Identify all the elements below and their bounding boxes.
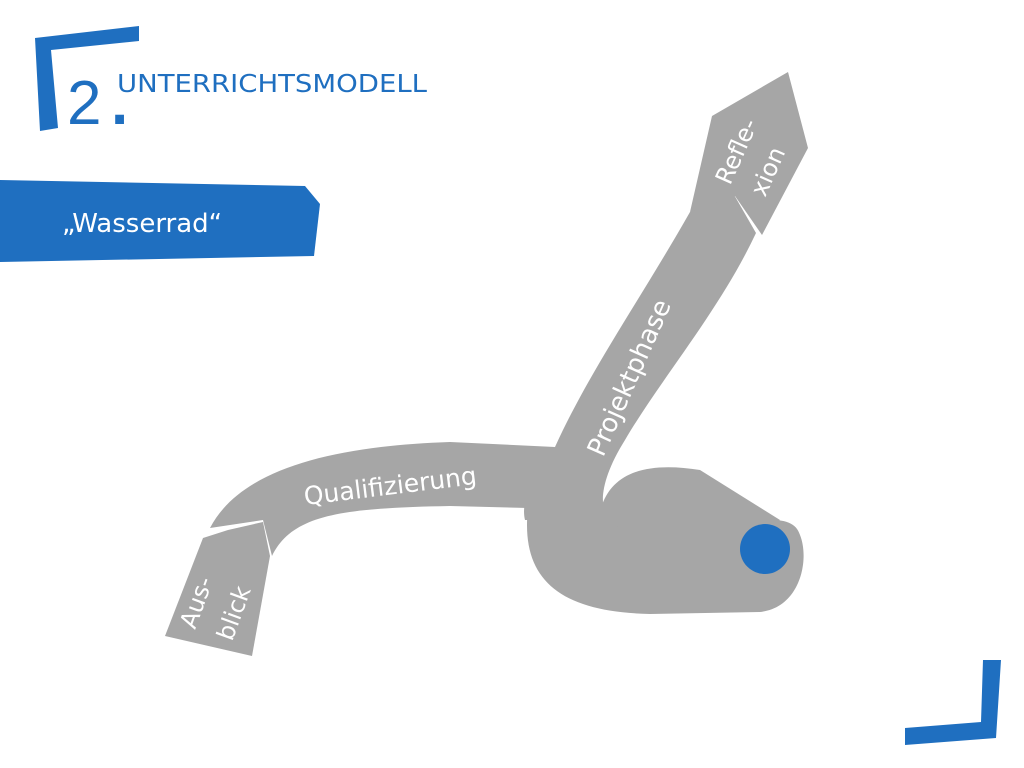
header-number: 2 bbox=[67, 69, 101, 138]
ribbon-segment-loop-top bbox=[600, 467, 780, 550]
ribbon-segment-ausblick bbox=[165, 522, 270, 656]
ribbon-segment-reflexion bbox=[690, 72, 808, 235]
loop-end-marker bbox=[740, 524, 790, 574]
header-dot: . bbox=[111, 69, 128, 138]
subtitle-banner bbox=[0, 180, 320, 262]
ribbon-segment-projektphase bbox=[524, 193, 756, 520]
corner-bracket-top-left bbox=[35, 26, 139, 131]
corner-bracket-bottom-right bbox=[905, 660, 1001, 745]
header-title: UNTERRICHTSMODELL bbox=[117, 69, 427, 98]
subtitle-text: „Wasserrad“ bbox=[62, 209, 222, 239]
ribbon-segment-qualifizierung bbox=[210, 442, 555, 556]
wasserrad-diagram: Aus- blick Qualifizierung Projektphase R… bbox=[165, 72, 808, 656]
